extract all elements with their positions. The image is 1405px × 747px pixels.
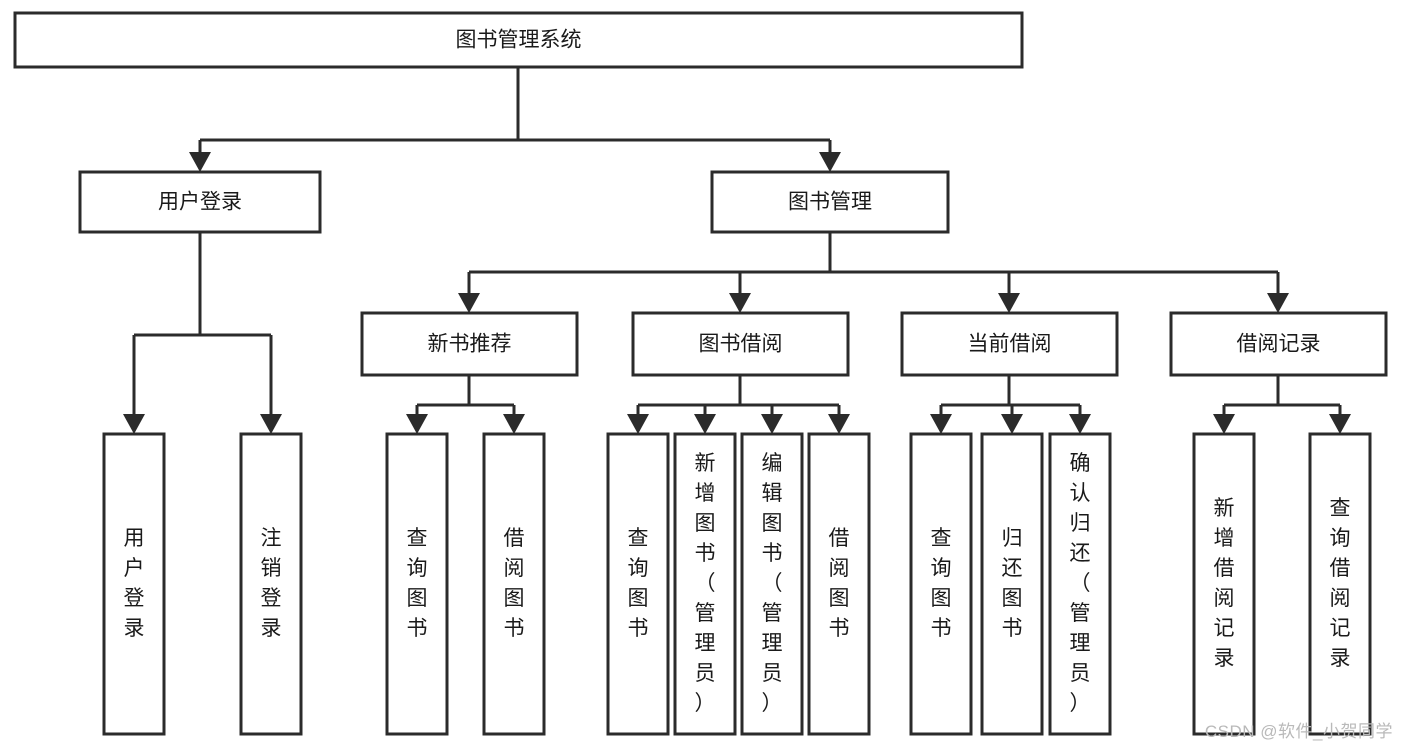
arrow-head-icon [406,414,428,434]
node-user-login[interactable]: 用户登录 [78,170,322,234]
node-label: 借阅图书 [504,527,525,640]
node-label: 图书借阅 [699,333,783,356]
node-label: 当前借阅 [968,333,1052,356]
node-leaf-query-book-2[interactable]: 查询图书 [606,432,670,736]
arrow-head-icon [260,414,282,434]
node-box [78,170,322,234]
node-label: 图书管理 [788,191,872,214]
node-box [239,432,303,736]
node-box [909,432,973,736]
node-leaf-add-record[interactable]: 新增借阅记录 [1192,432,1256,736]
connector-borrow-record-to-leaves [1213,375,1351,434]
node-label: 归还图书 [1002,527,1023,640]
node-book-manage[interactable]: 图书管理 [710,170,950,234]
arrow-head-icon [998,293,1020,313]
nodes-layer: 图书管理系统用户登录图书管理新书推荐图书借阅当前借阅借阅记录用户登录注销登录查询… [13,11,1388,736]
node-new-book-rec[interactable]: 新书推荐 [360,311,579,377]
arrow-head-icon [1267,293,1289,313]
node-box [102,432,166,736]
arrow-head-icon [627,414,649,434]
node-leaf-logout[interactable]: 注销登录 [239,432,303,736]
node-box [631,311,850,377]
node-box [360,311,579,377]
node-book-borrow[interactable]: 图书借阅 [631,311,850,377]
node-label: 确认归还（管理员） [1070,452,1091,715]
node-box [606,432,670,736]
node-leaf-query-record[interactable]: 查询借阅记录 [1308,432,1372,736]
arrow-head-icon [1213,414,1235,434]
node-label: 编辑图书（管理员） [762,452,783,715]
node-borrow-record[interactable]: 借阅记录 [1169,311,1388,377]
node-label: 注销登录 [261,527,282,640]
node-label: 新增图书（管理员） [695,452,716,715]
node-box [740,432,804,736]
connector-current-borrow-to-leaves [930,375,1091,434]
node-leaf-query-book-1[interactable]: 查询图书 [385,432,449,736]
node-box [807,432,871,736]
node-leaf-user-login[interactable]: 用户登录 [102,432,166,736]
node-leaf-borrow-book-1[interactable]: 借阅图书 [482,432,546,736]
node-leaf-confirm-return[interactable]: 确认归还（管理员） [1048,432,1112,736]
arrow-head-icon [503,414,525,434]
node-label: 图书管理系统 [456,29,582,52]
connector-book-manage-to-level2 [458,232,1289,313]
node-label: 查询借阅记录 [1330,497,1351,670]
node-box [673,432,737,736]
node-box [1192,432,1256,736]
node-label: 查询图书 [407,527,428,640]
node-label: 新书推荐 [428,333,512,356]
node-label: 借阅记录 [1237,333,1321,356]
node-current-borrow[interactable]: 当前借阅 [900,311,1119,377]
node-label: 用户登录 [158,191,242,214]
node-box [1308,432,1372,736]
connector-new-book-rec-to-leaves [406,375,525,434]
node-label: 用户登录 [124,527,145,640]
connector-user-login-to-leaves [123,232,282,434]
arrow-head-icon [694,414,716,434]
arrow-head-icon [1329,414,1351,434]
node-box [1048,432,1112,736]
connector-book-borrow-to-leaves [627,375,850,434]
arrow-head-icon [458,293,480,313]
node-box [980,432,1044,736]
node-label: 新增借阅记录 [1214,497,1235,670]
node-box [900,311,1119,377]
connector-root-to-level1 [189,67,841,172]
arrow-head-icon [1001,414,1023,434]
arrow-head-icon [123,414,145,434]
node-box [482,432,546,736]
node-box [385,432,449,736]
node-box [710,170,950,234]
arrow-head-icon [1069,414,1091,434]
arrow-head-icon [819,152,841,172]
node-leaf-query-book-3[interactable]: 查询图书 [909,432,973,736]
node-leaf-edit-book[interactable]: 编辑图书（管理员） [740,432,804,736]
node-label: 查询图书 [931,527,952,640]
node-label: 查询图书 [628,527,649,640]
connectors-layer [123,67,1351,434]
arrow-head-icon [828,414,850,434]
node-box [13,11,1024,69]
arrow-head-icon [729,293,751,313]
arrow-head-icon [930,414,952,434]
node-leaf-add-book[interactable]: 新增图书（管理员） [673,432,737,736]
node-leaf-return-book[interactable]: 归还图书 [980,432,1044,736]
node-leaf-borrow-book-2[interactable]: 借阅图书 [807,432,871,736]
arrow-head-icon [761,414,783,434]
node-root[interactable]: 图书管理系统 [13,11,1024,69]
node-label: 借阅图书 [829,527,850,640]
node-box [1169,311,1388,377]
arrow-head-icon [189,152,211,172]
